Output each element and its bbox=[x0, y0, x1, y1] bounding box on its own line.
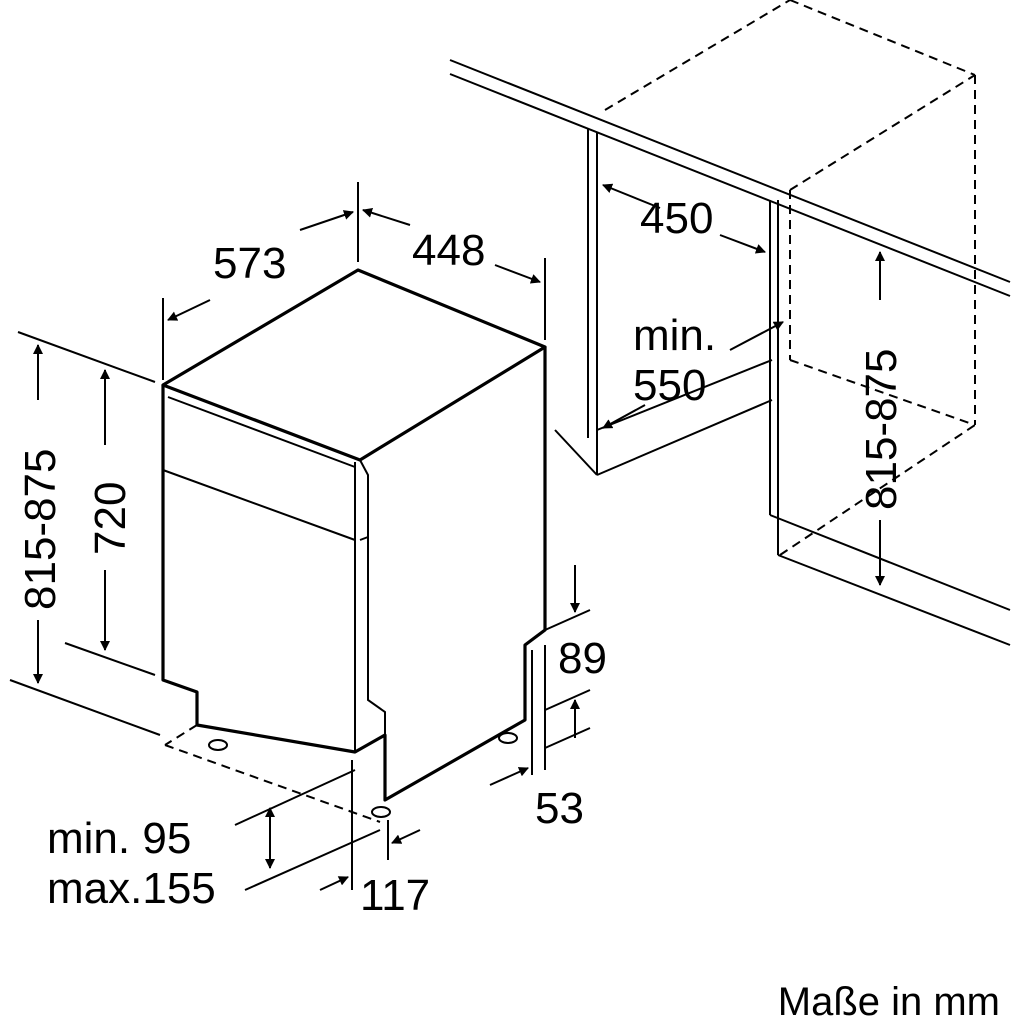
plinth-height-label: 89 bbox=[558, 634, 607, 683]
niche-height-label: 815-875 bbox=[857, 349, 906, 510]
total-height-label: 815-875 bbox=[16, 449, 65, 610]
plinth-min-label: min. 95 bbox=[47, 814, 191, 863]
units-caption: Maße in mm bbox=[778, 980, 1000, 1024]
plinth-max-label: max.155 bbox=[47, 864, 216, 913]
width-label: 448 bbox=[412, 226, 485, 275]
body-height-label: 720 bbox=[86, 482, 135, 555]
kitchen-niche bbox=[449, 0, 1011, 646]
foot-offset-label: 53 bbox=[535, 784, 584, 833]
foot-depth-label: 117 bbox=[360, 871, 430, 920]
dishwasher-body bbox=[161, 268, 547, 823]
niche-depth-label: 550 bbox=[633, 361, 706, 410]
dimension-lines bbox=[9, 182, 885, 891]
niche-depth-min-label: min. bbox=[633, 311, 716, 360]
depth-label: 573 bbox=[213, 239, 286, 288]
niche-width-label: 450 bbox=[640, 194, 713, 243]
